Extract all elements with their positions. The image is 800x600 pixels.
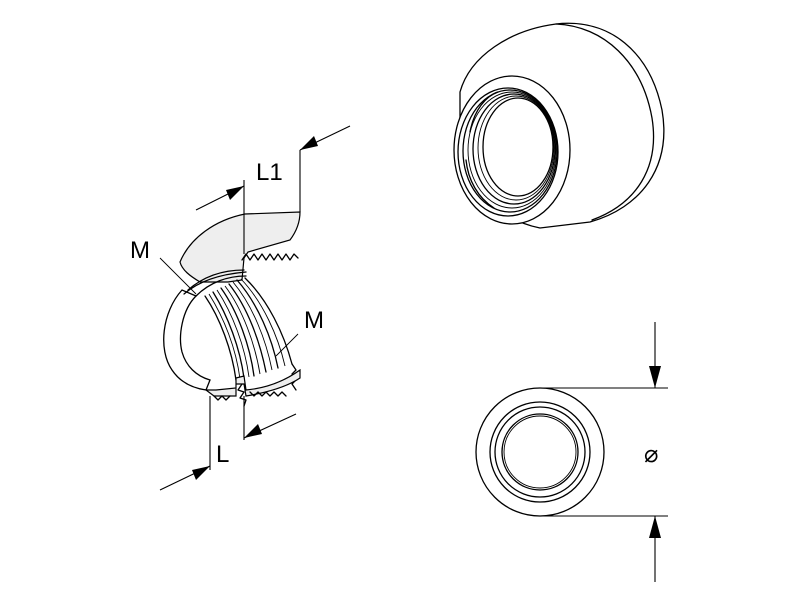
section-top-teeth <box>241 253 299 261</box>
length-total-label: L1 <box>256 159 283 186</box>
section-thread-arc-2 <box>187 269 245 291</box>
thread-top-label: M <box>130 237 150 264</box>
length-total-dimension <box>195 125 351 254</box>
section-left-wall <box>163 289 211 391</box>
perspective-thread-ring-1 <box>457 87 559 217</box>
thread-top-leader <box>159 257 197 295</box>
perspective-thread-ring-3 <box>467 91 557 209</box>
thread-right-leader <box>275 333 299 357</box>
thread-right-label: M <box>304 307 324 334</box>
front-bore-inner-circle <box>503 415 577 489</box>
section-thread-arc-1 <box>195 275 247 297</box>
perspective-inner-bore <box>465 91 499 209</box>
section-bottom-teeth <box>213 391 287 401</box>
perspective-thread-ring-6 <box>482 97 554 197</box>
section-thread-arc-3 <box>183 271 247 295</box>
section-bottom-flange <box>204 368 301 397</box>
perspective-thread-ring-5 <box>477 95 555 201</box>
perspective-back-rim <box>555 23 655 221</box>
diameter-label: ⌀ <box>644 440 658 468</box>
section-thread-ridges <box>204 277 293 381</box>
section-top-shell <box>179 211 301 283</box>
front-thread-circle <box>494 406 586 498</box>
front-step-circle <box>489 401 591 503</box>
perspective-thread-ring-2 <box>462 89 558 213</box>
perspective-view <box>453 22 665 229</box>
section-view: M M L1 L <box>130 125 351 491</box>
length-thread-label: L <box>216 441 229 468</box>
front-view: ⌀ <box>475 322 668 582</box>
perspective-thread-ring-4 <box>472 93 556 205</box>
front-bore-circle <box>501 413 579 491</box>
diameter-dimension <box>540 322 668 582</box>
length-thread-dimension <box>159 396 297 491</box>
